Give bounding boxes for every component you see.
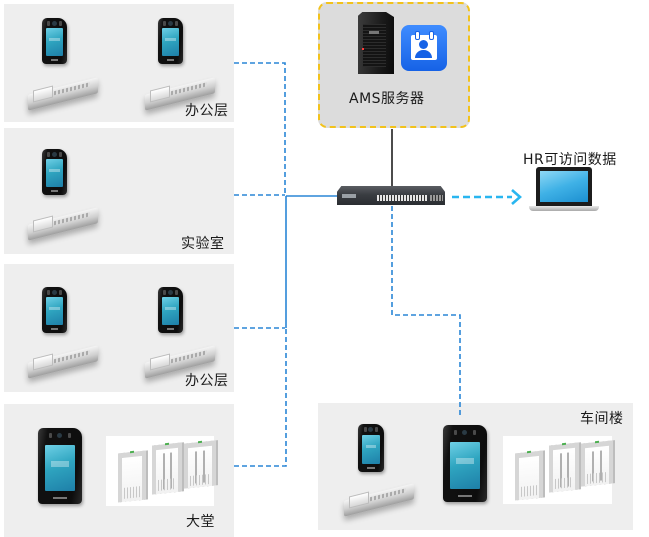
site-label-lobby: 大堂 [186, 514, 215, 530]
client-label: HR可访问数据 [523, 152, 617, 168]
face-terminal [443, 425, 487, 502]
face-terminal [42, 18, 67, 64]
ams-server-node [318, 2, 470, 128]
network-switch-icon [337, 186, 445, 205]
laptop-icon [529, 167, 599, 211]
arrow-client-icon [511, 189, 522, 205]
link-lobby [234, 328, 287, 467]
face-terminal [42, 287, 67, 333]
attendance-app-icon [401, 25, 447, 71]
face-terminal [158, 18, 183, 64]
link-trunk [285, 195, 338, 328]
server-tower-icon [358, 12, 394, 74]
link-workshop [391, 206, 461, 418]
face-terminal [358, 424, 384, 472]
face-terminal [158, 287, 183, 333]
face-terminal [38, 428, 82, 504]
turnstile [106, 436, 216, 506]
site-label-workshop: 车间楼 [580, 411, 624, 427]
face-terminal [42, 149, 67, 195]
site-label-office-2: 办公层 [185, 373, 229, 389]
link-office-1 [234, 62, 286, 195]
server-label: AMS服务器 [349, 91, 425, 107]
turnstile [503, 436, 613, 504]
site-label-lab: 实验室 [181, 236, 225, 252]
site-label-office-1: 办公层 [185, 103, 229, 119]
